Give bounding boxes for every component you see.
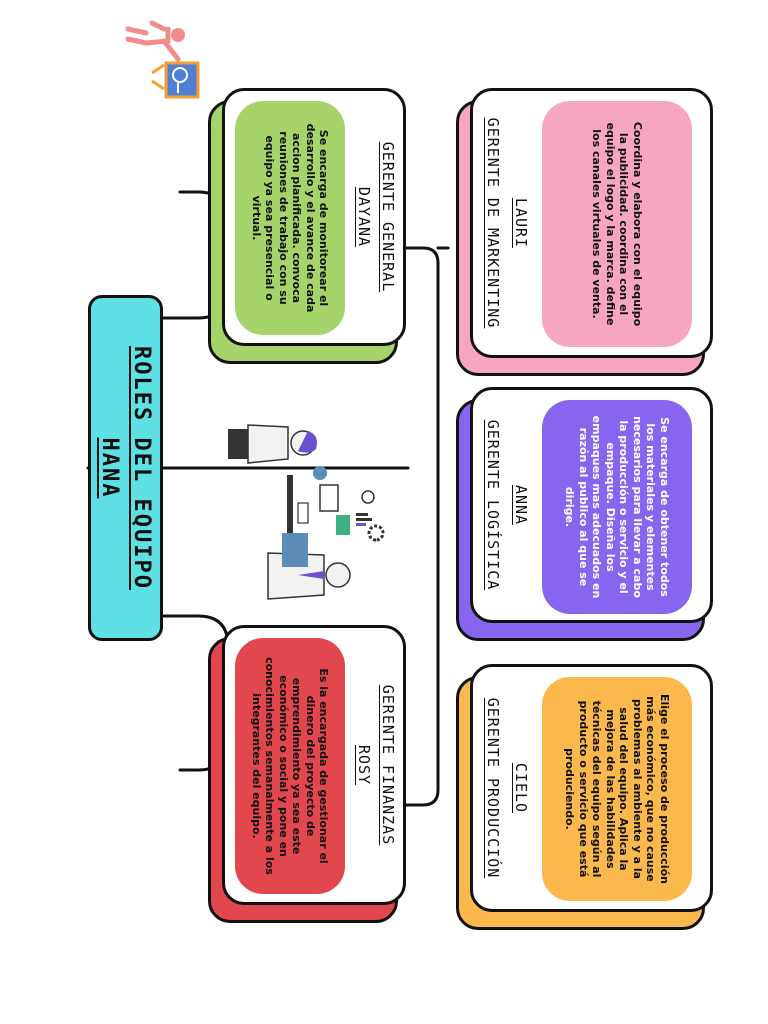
person-name: LAURI [512,197,530,249]
role-description: Coordina y elabora con el equipo la publ… [542,101,692,347]
person-name: ROSY [355,744,373,786]
person-name: DAYANA [355,186,373,248]
card-body: GERENTE DE MARKENTING LAURI Coordina y e… [470,88,713,358]
title-line2: HANA [97,437,122,499]
role-label: GERENTE LOGÍSTICA [484,419,502,591]
card-body: GERENTE PRODUCCIÓN CIELO Elige el proces… [470,664,713,912]
role-description: Se encarga de obtener todos los material… [542,400,692,614]
title-line1: ROLES DEL EQUIPO [129,346,154,590]
person-name: CIELO [512,762,530,814]
role-label: GERENTE PRODUCCIÓN [484,697,502,879]
person-name: ANNA [512,484,530,526]
card-body: GERENTE LOGÍSTICA ANNA Se encarga de obt… [470,387,713,623]
role-label: GERENTE GENERAL [379,141,397,293]
title-box: ROLES DEL EQUIPO HANA [88,295,163,641]
team-meeting-illustration [228,424,385,600]
role-description: Se encarga de monitorear el desarrollo y… [235,101,345,335]
role-description: Es la encargada de gestionar el dinero d… [235,638,345,894]
card-body: GERENTE FINANZAS ROSY Es la encargada de… [222,625,406,905]
role-label: GERENTE FINANZAS [379,684,397,846]
role-label: GERENTE DE MARKENTING [484,117,502,329]
presenter-icon [125,20,200,99]
card-body: GERENTE GENERAL DAYANA Se encarga de mon… [222,88,406,346]
role-description: Elige el proceso de producción más econó… [542,677,692,901]
